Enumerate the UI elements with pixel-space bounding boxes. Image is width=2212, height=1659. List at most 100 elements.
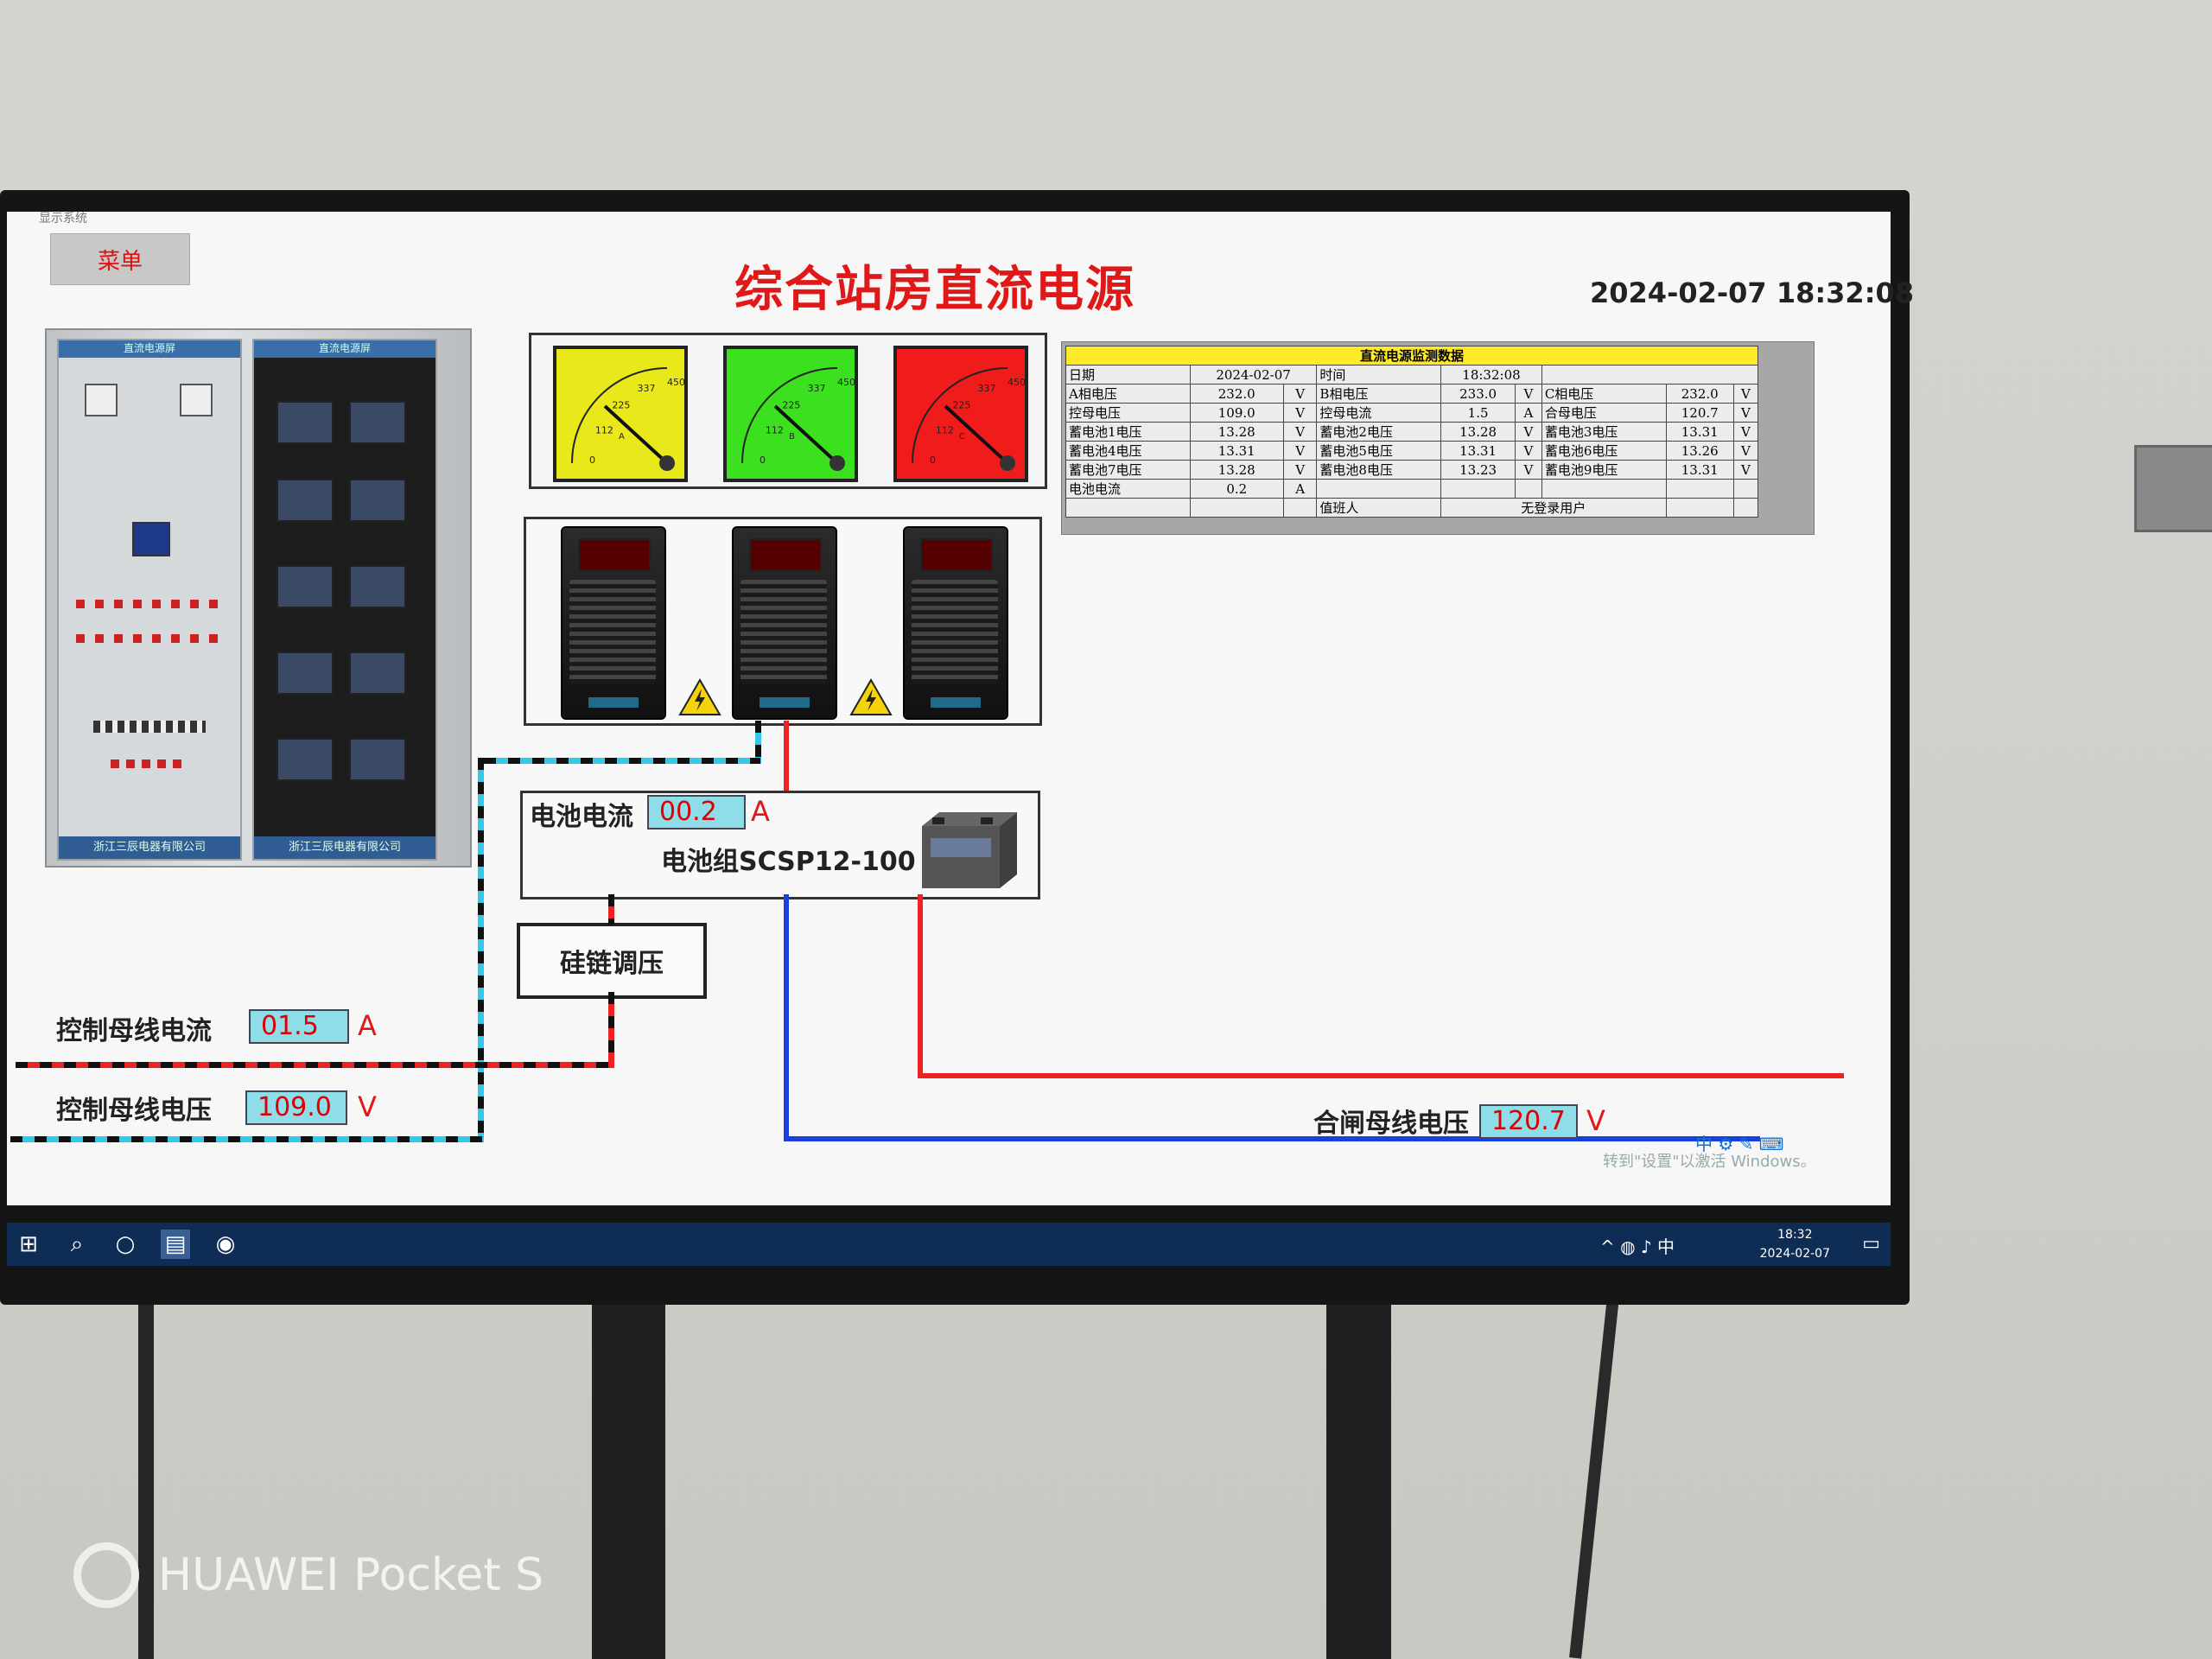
gauge-tick-label: 225 xyxy=(612,399,630,410)
gauge-tick-label: 112 xyxy=(936,425,954,436)
table-cell: V xyxy=(1732,460,1759,480)
rectifier-grill xyxy=(741,580,827,683)
cabinet-image: 直流电源屏 浙江三辰电器有限公司 直流电源屏 浙江三辰电器有限公司 xyxy=(45,328,472,868)
ime-language[interactable]: 中 xyxy=(1695,1134,1713,1154)
tray-icons[interactable]: ^ ◍ ♪ 中 xyxy=(1599,1236,1675,1257)
table-cell: 18:32:08 xyxy=(1440,365,1542,385)
gauge-tick-label: 450 xyxy=(1007,377,1025,388)
table-cell: V xyxy=(1282,422,1318,442)
ime-toolbar[interactable]: 中 ⚙ ✎ ⌨ xyxy=(1695,1130,1885,1165)
battery-icon xyxy=(276,565,334,608)
start-icon[interactable]: ⊞ xyxy=(19,1231,38,1257)
table-cell xyxy=(1541,479,1667,499)
rectifier-display xyxy=(749,538,822,571)
table-cell xyxy=(1189,498,1284,518)
wire xyxy=(918,894,923,1078)
wire xyxy=(918,1073,1844,1078)
tray-clock[interactable]: 18:32 2024-02-07 xyxy=(1760,1225,1830,1263)
notification-icon[interactable]: ▭ xyxy=(1862,1233,1880,1255)
wire xyxy=(608,992,614,1068)
menu-button[interactable]: 菜单 xyxy=(50,233,190,285)
table-cell xyxy=(1282,498,1318,518)
table-cell: 13.31 xyxy=(1665,422,1734,442)
table-cell: A xyxy=(1515,403,1542,423)
table-cell: V xyxy=(1282,441,1318,461)
indicator-lights xyxy=(76,634,223,643)
tray-time: 18:32 xyxy=(1777,1228,1813,1242)
battery-panel: 电池电流 00.2 A 电池组SCSP12-100 xyxy=(520,791,1040,899)
table-cell xyxy=(1732,479,1759,499)
rectifier-grill xyxy=(569,580,656,683)
battery-icon xyxy=(276,479,334,522)
table-cell: B相电压 xyxy=(1316,384,1442,404)
table-cell: 13.31 xyxy=(1440,441,1516,461)
meter-icon xyxy=(85,384,118,416)
wire xyxy=(784,1136,1760,1141)
rectifier-module xyxy=(732,526,837,720)
table-cell: V xyxy=(1282,460,1318,480)
table-cell: 无登录用户 xyxy=(1440,498,1667,518)
table-cell: 13.28 xyxy=(1189,422,1284,442)
table-cell: C相电压 xyxy=(1541,384,1667,404)
table-cell: 蓄电池6电压 xyxy=(1541,441,1667,461)
cabinet-header: 直流电源屏 xyxy=(59,340,240,358)
camera-brand-text: HUAWEI Pocket S xyxy=(158,1549,544,1601)
gauge-name: C xyxy=(959,432,965,442)
cabinet-door-left: 直流电源屏 浙江三辰电器有限公司 xyxy=(57,339,242,861)
table-cell: V xyxy=(1515,460,1542,480)
battery-current-value: 00.2 xyxy=(647,795,746,830)
meter-icon xyxy=(180,384,213,416)
table-cell: 13.31 xyxy=(1665,460,1734,480)
warning-icon xyxy=(678,678,721,715)
datetime-display: 2024-02-07 18:32:08 xyxy=(1590,276,1915,309)
table-cell: 13.31 xyxy=(1189,441,1284,461)
gauge-tick-label: 337 xyxy=(808,383,826,394)
battery-icon xyxy=(276,738,334,781)
app-eye-icon[interactable]: ◉ xyxy=(215,1231,236,1257)
wire xyxy=(484,758,760,764)
closing-bus-voltage-unit: V xyxy=(1586,1104,1605,1137)
battery-icon xyxy=(349,479,406,522)
window-caption: 显示系统 xyxy=(39,212,87,226)
closing-bus-voltage-value: 120.7 xyxy=(1479,1104,1578,1139)
rectifier-label xyxy=(931,697,981,708)
warning-icon xyxy=(849,678,893,715)
cortana-icon[interactable]: ○ xyxy=(115,1231,136,1257)
rectifier-label xyxy=(588,697,639,708)
cable xyxy=(1569,1296,1619,1659)
gauge-tick-label: 225 xyxy=(782,399,800,410)
battery-icon xyxy=(349,401,406,444)
wire xyxy=(16,1062,614,1068)
gauge-tick-label: 112 xyxy=(595,425,613,436)
table-cell: V xyxy=(1732,384,1759,404)
gauge-hub xyxy=(830,455,845,471)
controller-screen xyxy=(132,522,170,556)
wire xyxy=(608,894,614,925)
gauge-tick-label: 0 xyxy=(930,454,936,466)
table-cell xyxy=(1541,365,1759,385)
control-bus-voltage-value: 109.0 xyxy=(245,1090,347,1125)
battery-current-label: 电池电流 xyxy=(530,802,633,832)
page-title: 综合站房直流电源 xyxy=(734,262,1135,318)
indicator-lights xyxy=(76,600,223,608)
closing-bus-voltage-label: 合闸母线电压 xyxy=(1313,1109,1469,1139)
tray-date: 2024-02-07 xyxy=(1759,1247,1830,1261)
tray-language[interactable]: 中 xyxy=(1657,1236,1675,1257)
search-icon[interactable]: ⌕ xyxy=(70,1231,84,1257)
app-window-icon[interactable]: ▤ xyxy=(161,1230,190,1259)
table-cell: 13.28 xyxy=(1440,422,1516,442)
gauge-name: B xyxy=(789,432,795,442)
cabinet-door-right: 直流电源屏 浙江三辰电器有限公司 xyxy=(252,339,437,861)
table-cell xyxy=(1440,479,1516,499)
ime-settings-icon[interactable]: ⚙ ✎ ⌨ xyxy=(1718,1134,1784,1154)
gauge-tick-label: 337 xyxy=(978,383,996,394)
wire xyxy=(755,721,761,764)
table-cell: 13.26 xyxy=(1665,441,1734,461)
